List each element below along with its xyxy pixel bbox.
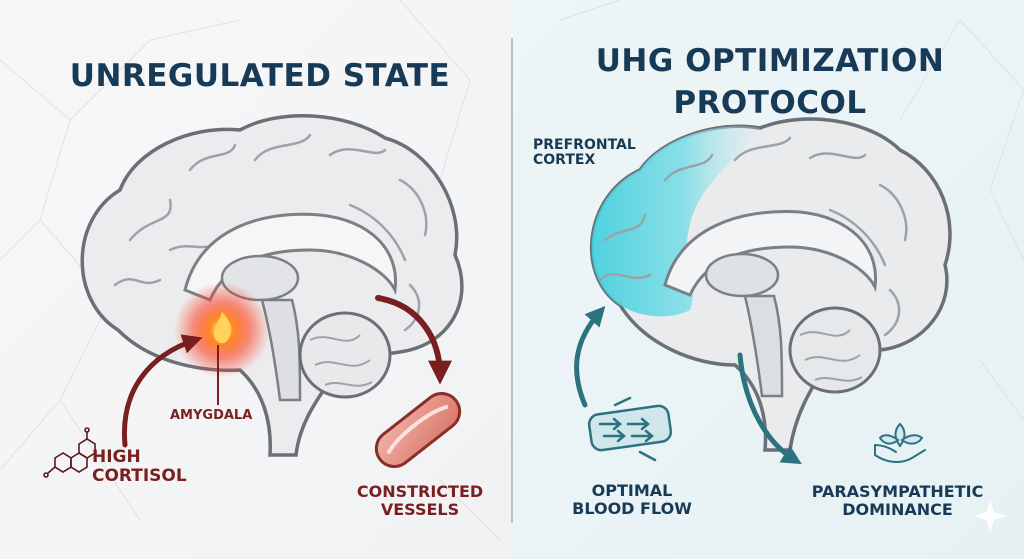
cortisol-molecule-icon	[43, 427, 96, 478]
right-brain-gyri	[598, 136, 908, 337]
panel-divider	[511, 38, 513, 523]
constricted-vessels-label: CONSTRICTED VESSELS	[356, 482, 484, 519]
left-panel-title: UNREGULATED STATE	[69, 58, 451, 94]
right-brainstem	[743, 294, 784, 398]
right-brain	[574, 117, 1006, 532]
blood-flow-arrow	[574, 306, 606, 408]
sparkle-icon	[974, 500, 1006, 532]
constricted-vessel-icon	[374, 392, 462, 468]
left-brain	[43, 114, 464, 478]
blood-flow-icon	[587, 396, 673, 462]
right-panel-title: UHG OPTIMIZATION PROTOCOL	[595, 43, 945, 121]
parasympathetic-dominance-label: PARASYMPATHETIC DOMINANCE	[811, 482, 984, 519]
right-thalamus	[704, 252, 780, 298]
hand-leaves-icon	[874, 422, 926, 463]
prefrontal-cortex-highlight	[591, 126, 760, 317]
background-network-lines	[0, 0, 1024, 541]
left-cerebellum	[298, 311, 392, 399]
cortisol-arrow	[121, 334, 203, 448]
amygdala-label: AMYGDALA	[170, 408, 253, 423]
amygdala-flame-icon	[213, 312, 231, 344]
vessel-arrow	[375, 295, 452, 385]
right-cerebellum	[788, 306, 882, 394]
prefrontal-cortex-label: PREFRONTAL CORTEX	[533, 137, 636, 169]
left-brain-gyri	[113, 133, 428, 332]
high-cortisol-label: HIGH CORTISOL	[92, 447, 187, 486]
parasympathetic-arrow	[737, 352, 802, 465]
optimal-blood-flow-label: OPTIMAL BLOOD FLOW	[572, 481, 692, 518]
